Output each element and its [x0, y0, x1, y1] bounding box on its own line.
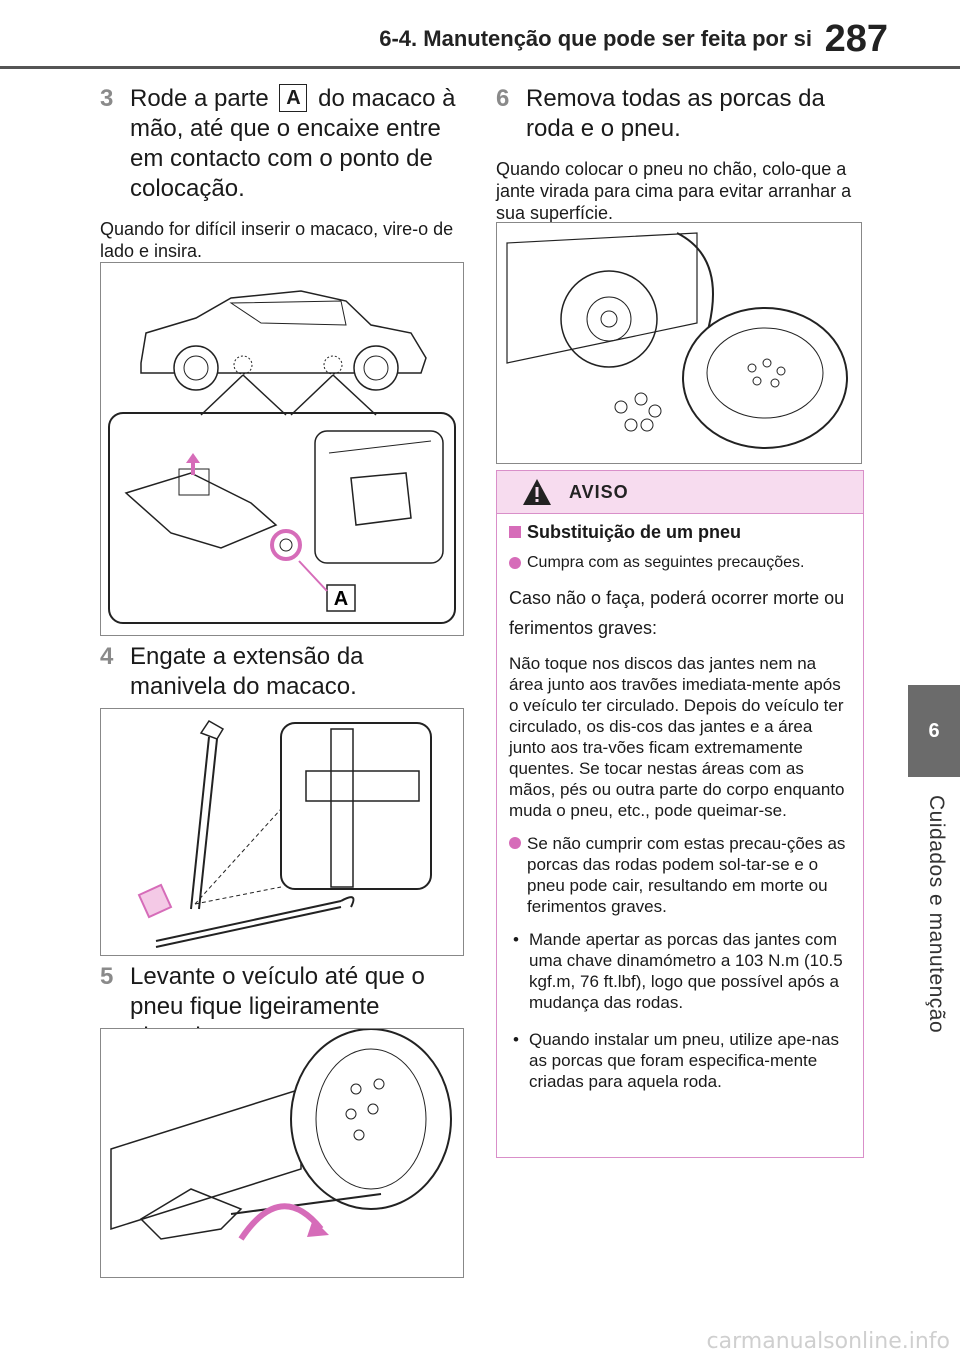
warning-bullet-1: Cumpra com as seguintes precauções. — [509, 553, 851, 573]
warning-section-heading: Substituição de um pneu — [509, 522, 851, 543]
right-column: 6 Remova todas as porcas da roda e o pne… — [496, 84, 866, 224]
page-number: 287 — [824, 18, 888, 60]
chapter-tab: 6 — [908, 685, 960, 777]
warning-header: AVISO — [497, 471, 863, 514]
step-3-text-b: do macaco à mão, até que o encaixe entre… — [130, 85, 456, 202]
jack-placement-illustration: A — [108, 290, 456, 624]
jack-placement-figure: A — [100, 262, 464, 636]
section-title: 6-4. Manutenção que pode ser feita por s… — [379, 26, 812, 51]
round-bullet-icon — [509, 557, 521, 569]
crank-extension-figure — [100, 708, 464, 956]
warning-title: AVISO — [569, 482, 629, 502]
bullet-2-text: Se não cumprir com estas precau-ções as … — [527, 834, 846, 916]
warning-para-2: Não toque nos discos das jantes nem na á… — [509, 654, 845, 820]
wheel-removal-figure — [496, 222, 862, 464]
figure-label-a: A — [334, 588, 348, 610]
step-number: 3 — [100, 85, 114, 112]
dot-marker: • — [513, 1030, 519, 1049]
warning-body: Substituição de um pneu Cumpra com as se… — [497, 514, 863, 1092]
step-6-note: Quando colocar o pneu no chão, colo-que … — [496, 159, 852, 223]
step-6-text: Remova todas as porcas da roda e o pneu. — [526, 85, 825, 142]
step-3: 3 Rode a parte A do macaco à mão, até qu… — [100, 84, 465, 204]
step-number: 6 — [496, 85, 510, 112]
step-3-text-a: Rode a parte — [130, 85, 269, 112]
step-number: 4 — [100, 643, 114, 670]
step-5: 5 Levante o veículo até que o pneu fique… — [100, 962, 465, 1052]
step-number: 5 — [100, 963, 114, 990]
warning-box: AVISO Substituição de um pneu Cumpra com… — [496, 470, 864, 1158]
sub-2-text: Quando instalar um pneu, utilize ape-nas… — [529, 1030, 839, 1091]
step-5-block: 5 Levante o veículo até que o pneu fique… — [100, 962, 465, 1052]
step-3-note: Quando for difícil inserir o macaco, vir… — [100, 219, 454, 261]
sub-1-text: Mande apertar as porcas das jantes com u… — [529, 930, 843, 1012]
step-6: 6 Remova todas as porcas da roda e o pne… — [496, 84, 866, 144]
left-column: 3 Rode a parte A do macaco à mão, até qu… — [100, 84, 465, 262]
part-a-marker: A — [279, 84, 308, 112]
bullet-1-text: Cumpra com as seguintes precauções. — [527, 554, 805, 571]
warning-bullet-2: Se não cumprir com estas precau-ções as … — [509, 833, 851, 917]
chapter-label: Cuidados e manutenção — [925, 795, 948, 1034]
warning-para-1: Caso não o faça, poderá ocorrer morte ou… — [509, 588, 845, 638]
step-4-text: Engate a extensão da manivela do macaco. — [130, 643, 364, 700]
warning-sub-bullet-1: • Mande apertar as porcas das jantes com… — [509, 929, 851, 1013]
section-text: Substituição de um pneu — [527, 522, 742, 542]
warning-triangle-icon — [523, 479, 551, 505]
header-rule — [0, 66, 960, 69]
crank-illustration — [137, 720, 432, 948]
step-5-text: Levante o veículo até que o pneu fique l… — [130, 963, 425, 1050]
round-bullet-icon — [509, 837, 521, 849]
lift-illustration — [110, 1029, 452, 1241]
step-4: 4 Engate a extensão da manivela do macac… — [100, 642, 465, 702]
warning-sub-bullet-2: • Quando instalar um pneu, utilize ape-n… — [509, 1029, 851, 1092]
watermark: carmanualsonline.info — [706, 1329, 950, 1354]
dot-marker: • — [513, 930, 519, 949]
square-bullet-icon — [509, 526, 521, 538]
lift-vehicle-figure — [100, 1028, 464, 1278]
step-4-block: 4 Engate a extensão da manivela do macac… — [100, 642, 465, 702]
wheel-removal-illustration — [506, 232, 848, 449]
